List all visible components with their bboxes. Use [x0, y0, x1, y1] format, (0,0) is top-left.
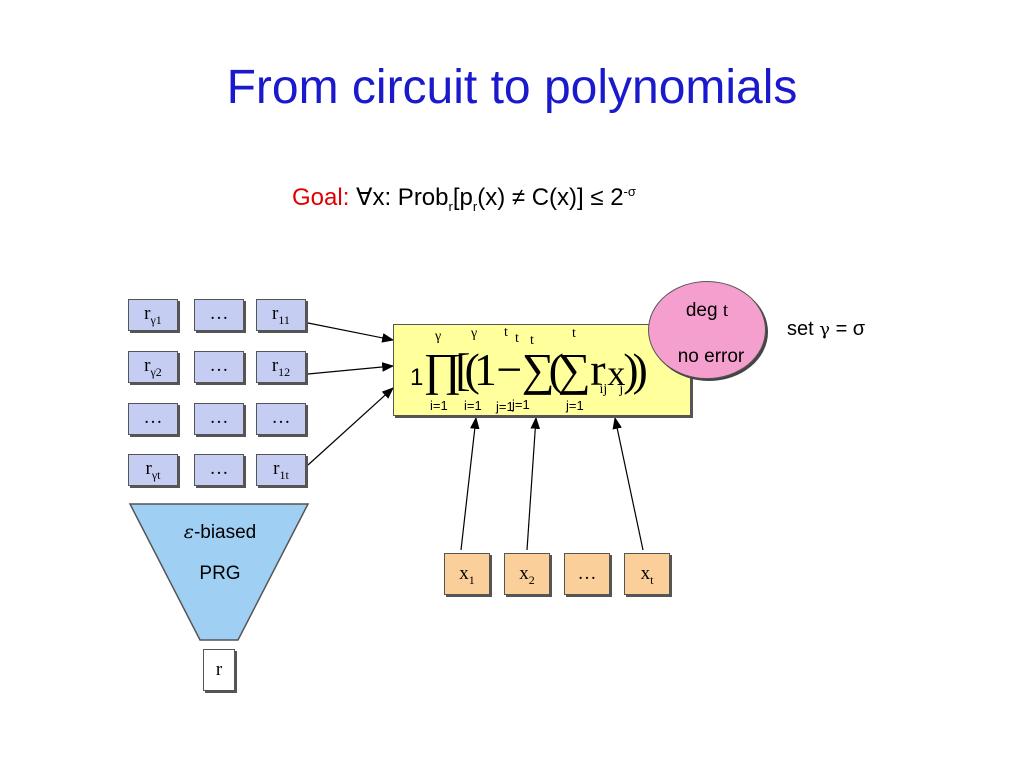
goal-sub-2: r — [472, 198, 478, 214]
input-x1: x1 — [444, 553, 490, 595]
seed-ellipsis-3c: … — [256, 403, 306, 435]
ellipse-line2: no error — [677, 346, 745, 367]
seed-r12: r12 — [256, 351, 306, 383]
goal-sub-1: r — [448, 198, 453, 214]
goal-text-3: (x) ≠ C(x)] ≤ 2 — [477, 184, 624, 211]
deg-ellipse: deg t no error — [648, 281, 766, 379]
polynomial-expression: 1∏[(1 − ∑(∑ rijxj)) — [410, 344, 648, 398]
set-gamma-label: set γ = σ — [787, 318, 866, 340]
epsilon-symbol: ε — [183, 521, 194, 543]
input-xt: xt — [624, 553, 670, 595]
arrow-r11 — [307, 322, 395, 343]
goal-label: Goal: — [292, 184, 350, 211]
seed-ellipsis-3a: … — [128, 403, 178, 435]
goal-text-1: x: Prob — [372, 184, 449, 211]
limit-lower-j-1: j=1 — [496, 399, 514, 414]
ellipse-line1: deg t — [685, 300, 729, 321]
input-x2: x2 — [504, 553, 550, 595]
limit-lower-i-2: i=1 — [464, 398, 482, 413]
polynomial-box: γ γ t t t t 1∏[(1 − ∑(∑ rijxj)) i=1 i=1 … — [393, 324, 691, 416]
limit-upper-gamma-1: γ — [435, 329, 442, 344]
input-ellipsis: … — [564, 553, 610, 595]
limit-upper-gamma-2: γ — [471, 326, 478, 341]
arrow-xt — [612, 416, 644, 551]
prg-label-line2: PRG — [199, 563, 241, 584]
goal-text-2: [p — [452, 184, 473, 211]
slide-title: From circuit to polynomials — [226, 61, 798, 114]
seed-r-gamma2: rγ2 — [128, 351, 178, 383]
limit-upper-t-3: t — [530, 333, 534, 348]
forall-symbol: ∀ — [356, 184, 373, 211]
limit-lower-j-2: j=1 — [512, 397, 530, 412]
goal-statement: Goal: ∀x: Probr[pr(x) ≠ C(x)] ≤ 2-σ — [292, 183, 636, 214]
arrow-r1t — [307, 387, 394, 466]
limit-upper-t-1: t — [504, 325, 508, 340]
seed-ellipsis-1: … — [194, 299, 244, 331]
arrow-x2 — [526, 416, 541, 551]
limit-upper-t-2: t — [515, 331, 519, 346]
seed-r-gammat: rγt — [128, 454, 178, 486]
seed-ellipsis-2: … — [194, 351, 244, 383]
goal-exponent: -σ — [623, 184, 636, 199]
limit-lower-i-1: i=1 — [430, 398, 448, 413]
seed-r-gamma1: rγ1 — [128, 299, 178, 331]
arrow-x1 — [460, 416, 480, 551]
prg-trapezoid — [128, 503, 310, 641]
seed-ellipsis-3b: … — [194, 403, 244, 435]
seed-r11: r11 — [256, 299, 306, 331]
seed-ellipsis-4: … — [194, 454, 244, 486]
prg-seed-r: r — [203, 649, 235, 691]
prg-label-line1: ε-biased — [183, 521, 257, 543]
limit-upper-t-4: t — [572, 326, 576, 341]
seed-r1t: r1t — [256, 454, 306, 486]
limit-lower-j-3: j=1 — [566, 398, 584, 413]
arrow-r12 — [307, 362, 395, 375]
